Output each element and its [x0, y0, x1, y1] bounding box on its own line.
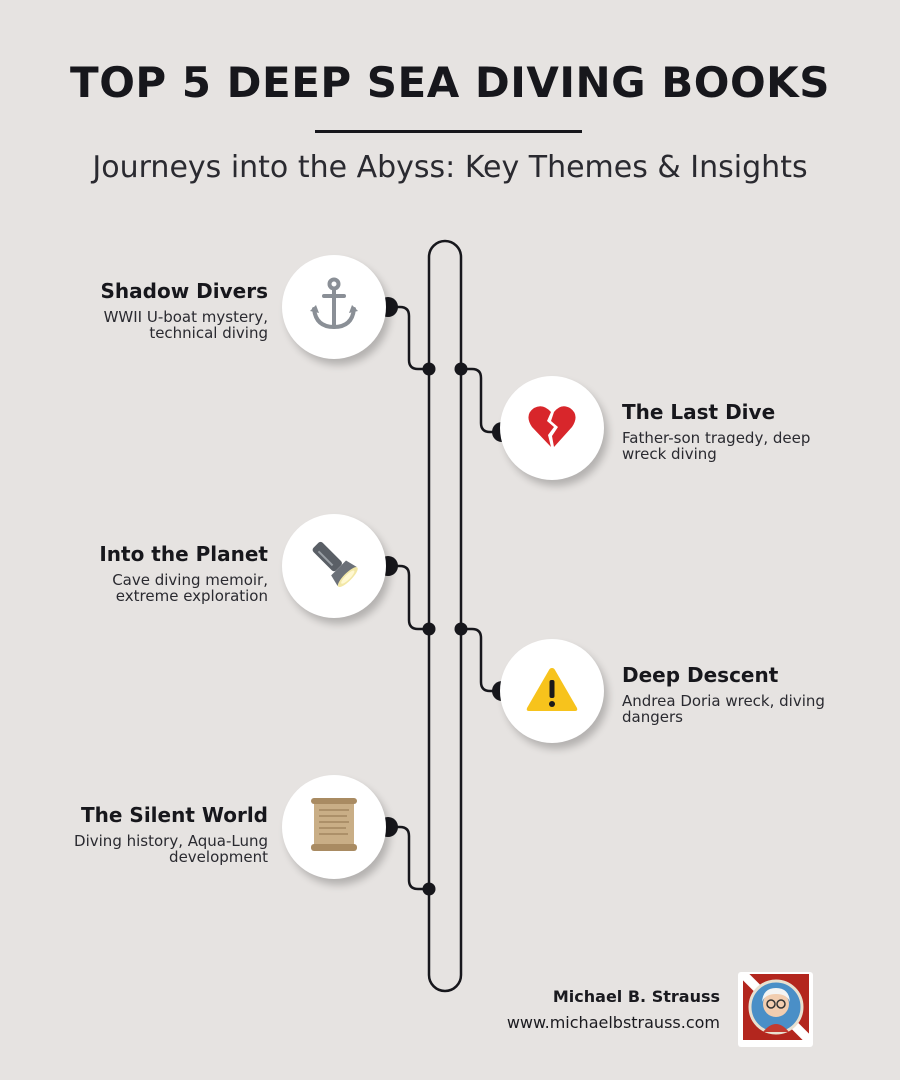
book-icon-circle [282, 514, 386, 618]
anchor-icon [308, 277, 360, 338]
book-label-silent-world: The Silent World Diving history, Aqua-Lu… [74, 803, 268, 865]
description-line: technical diving [149, 324, 268, 342]
author-avatar-icon [739, 970, 812, 1045]
book-description: Cave diving memoir, extreme exploration [99, 572, 268, 604]
book-title: The Silent World [81, 803, 268, 827]
connector-deep-descent [461, 627, 502, 693]
junction-dot [422, 882, 436, 896]
book-label-into-the-planet: Into the Planet Cave diving memoir, extr… [99, 542, 268, 604]
book-icon-circle [282, 255, 386, 359]
book-icon-circle [500, 639, 604, 743]
junction-dot [454, 362, 468, 376]
book-title: Deep Descent [622, 663, 779, 687]
description-line: Andrea Doria wreck, diving [622, 692, 825, 710]
description-line: Cave diving memoir, [112, 571, 268, 589]
description-line: WWII U-boat mystery, [103, 308, 268, 326]
book-icon-circle [500, 376, 604, 480]
description-line: extreme exploration [115, 587, 268, 605]
broken-heart-icon [527, 403, 577, 454]
connector-into-the-planet [388, 564, 429, 631]
connector-shadow-divers [388, 305, 429, 371]
connector-silent-world [388, 825, 429, 891]
connector-last-dive [461, 367, 502, 434]
flashlight-icon [306, 536, 362, 597]
book-label-last-dive: The Last Dive Father-son tragedy, deep w… [622, 400, 810, 462]
book-title: Shadow Divers [100, 279, 268, 303]
description-line: wreck diving [622, 445, 717, 463]
book-title: The Last Dive [622, 400, 776, 424]
author-name: Michael B. Strauss [552, 987, 720, 1006]
junction-dot [422, 622, 436, 636]
book-title: Into the Planet [99, 542, 268, 566]
description-line: Diving history, Aqua-Lung [74, 832, 268, 850]
scroll-icon [308, 797, 360, 857]
description-line: development [169, 848, 268, 866]
book-label-deep-descent: Deep Descent Andrea Doria wreck, diving … [622, 663, 825, 725]
author-avatar [738, 970, 813, 1047]
title-divider [315, 130, 582, 133]
junction-dot [454, 622, 468, 636]
book-description: Diving history, Aqua-Lung development [74, 833, 268, 865]
book-description: WWII U-boat mystery, technical diving [101, 309, 268, 341]
description-line: Father-son tragedy, deep [622, 429, 811, 447]
timeline-track [427, 239, 463, 993]
author-website-link[interactable]: www.michaelbstrauss.com [506, 1013, 720, 1032]
book-description: Father-son tragedy, deep wreck diving [622, 430, 810, 462]
book-label-shadow-divers: Shadow Divers WWII U-boat mystery, techn… [101, 279, 268, 341]
book-description: Andrea Doria wreck, diving dangers [622, 693, 825, 725]
junction-dot [422, 362, 436, 376]
description-line: dangers [622, 708, 683, 726]
page-subtitle: Journeys into the Abyss: Key Themes & In… [92, 150, 808, 185]
page-title: TOP 5 DEEP SEA DIVING BOOKS [70, 58, 830, 107]
warning-icon [525, 665, 579, 718]
book-icon-circle [282, 775, 386, 879]
